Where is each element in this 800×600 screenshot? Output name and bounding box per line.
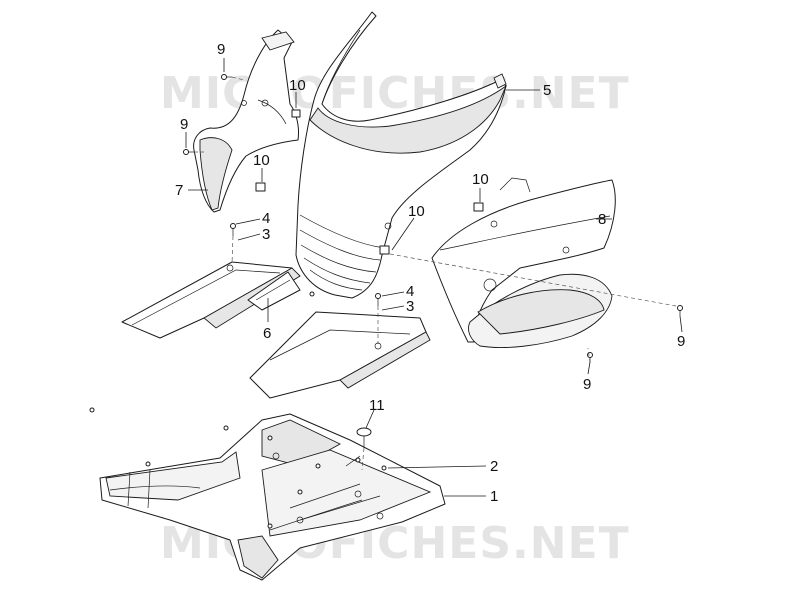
watermark-top: MICROFICHES.NET	[160, 68, 630, 119]
callout-3-right: 3	[406, 298, 414, 315]
side-panel-right	[431, 177, 616, 348]
assembly-lines	[194, 76, 677, 471]
clip-10-a	[291, 109, 301, 118]
callout-10-right: 10	[472, 171, 489, 188]
callout-9-left: 9	[180, 116, 188, 133]
fasteners	[89, 74, 683, 529]
bolt-11	[356, 427, 372, 448]
callout-9-right: 9	[677, 333, 685, 350]
callout-2: 2	[490, 458, 498, 475]
callout-8: 8	[598, 211, 606, 228]
floor-base-tray	[99, 413, 446, 581]
callout-5: 5	[543, 82, 551, 99]
screw-4-left	[230, 223, 236, 236]
callout-11: 11	[369, 397, 385, 414]
callout-7: 7	[175, 182, 183, 199]
callout-4-left: 4	[262, 210, 270, 227]
screw-4-right	[375, 293, 381, 306]
callout-10-center: 10	[408, 203, 425, 220]
mat-piece-small	[247, 271, 301, 311]
leader-lines	[185, 58, 683, 497]
screws-2	[89, 291, 387, 529]
clip-10-d	[379, 245, 390, 255]
callout-9-bottom: 9	[583, 376, 591, 393]
screw-9-left	[183, 149, 194, 155]
callout-numbers: 9 10 5 9 10 7 10 10 8 4 3 4 3 6 9 9 11 2…	[175, 41, 685, 505]
callout-6: 6	[263, 325, 271, 342]
clip-10-c	[473, 202, 484, 212]
inner-panel-left	[193, 29, 299, 213]
callout-3-left: 3	[262, 226, 270, 243]
callout-1: 1	[490, 488, 498, 505]
callout-10-top: 10	[289, 77, 306, 94]
clip-10-b	[255, 182, 266, 192]
screw-9-right	[677, 305, 683, 316]
callout-9-top: 9	[217, 41, 225, 58]
floor-mat-right	[249, 311, 431, 399]
callout-10-mid: 10	[253, 152, 270, 169]
callout-4-right: 4	[406, 283, 414, 300]
screw-9-top	[221, 74, 232, 80]
leg-shield-front	[295, 11, 508, 299]
